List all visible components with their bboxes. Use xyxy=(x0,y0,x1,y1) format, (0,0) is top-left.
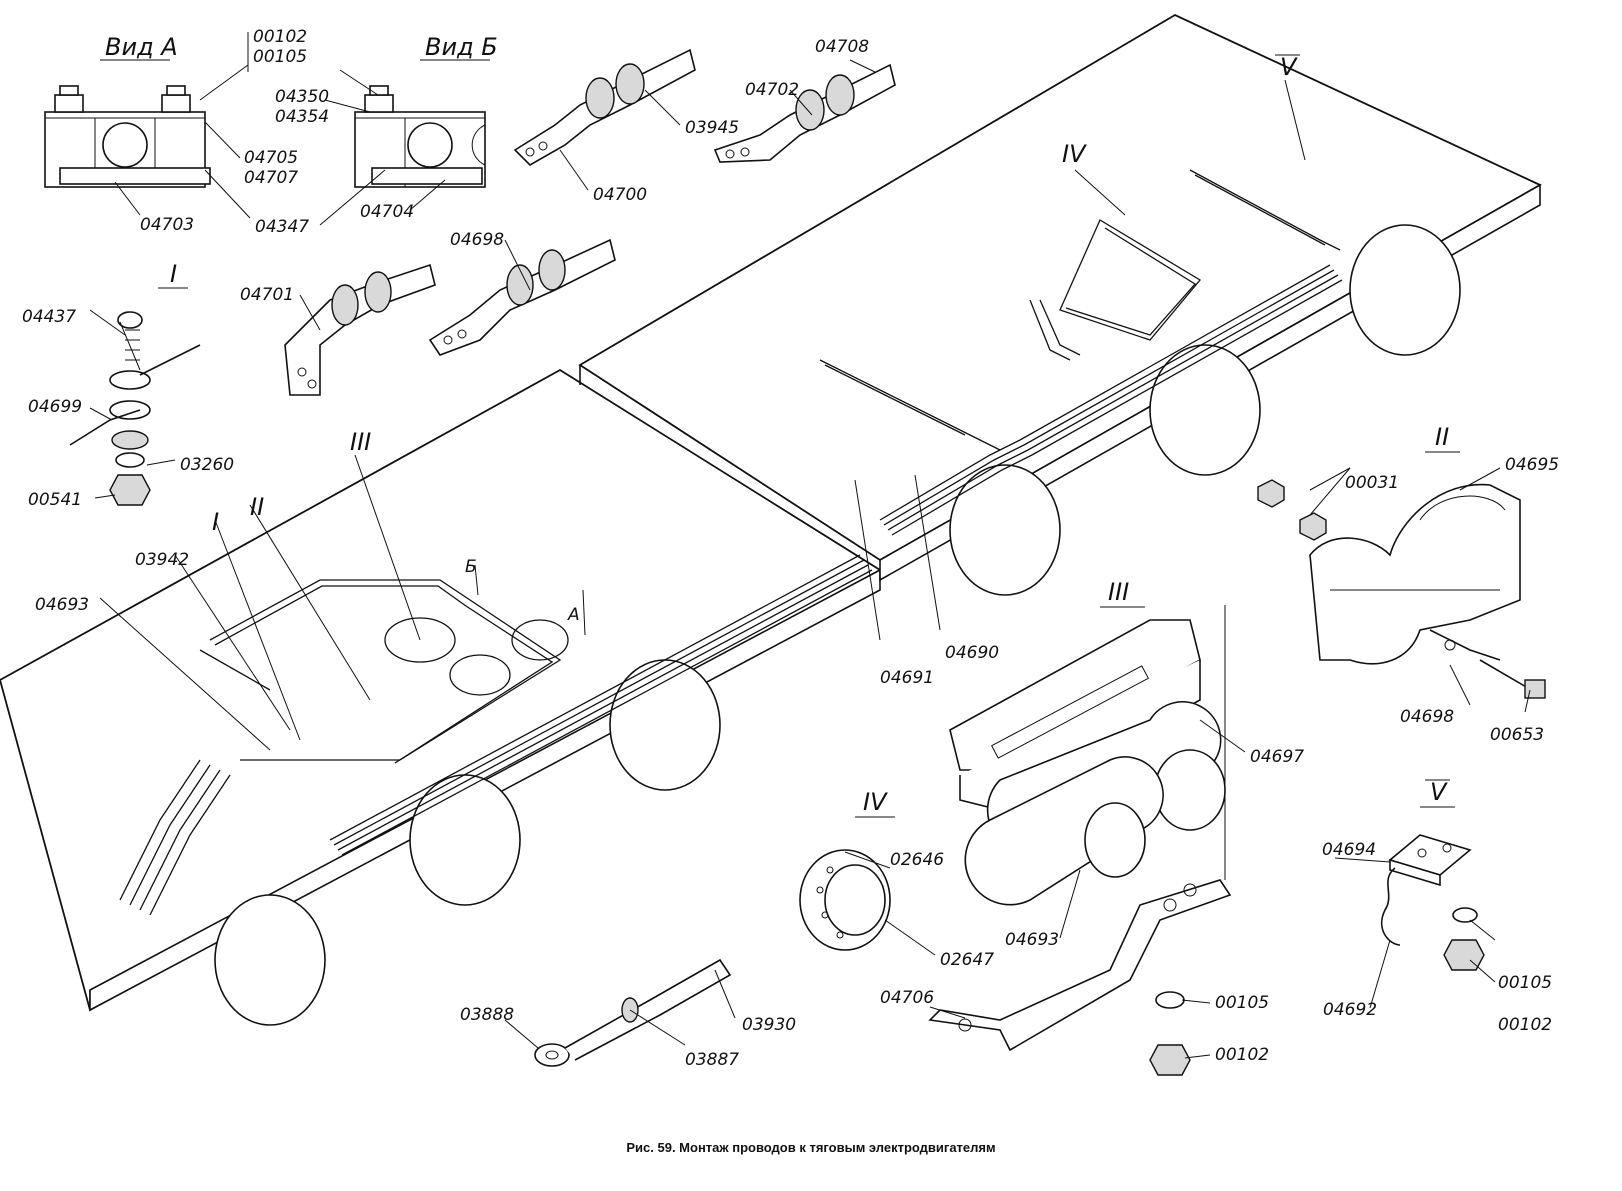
section-v-detail xyxy=(1380,834,1485,971)
label-03887: 03887 xyxy=(685,1050,739,1070)
label-02647: 02647 xyxy=(940,950,994,970)
label-04705: 04705 xyxy=(244,148,298,168)
section-iv-detail xyxy=(799,849,891,951)
section-i-detail xyxy=(69,311,201,506)
label-00105-c: 00105 xyxy=(1498,973,1552,993)
label-03945: 03945 xyxy=(685,118,739,138)
label-04706: 04706 xyxy=(880,988,934,1008)
label-04707: 04707 xyxy=(244,168,298,188)
callout-iv: IV xyxy=(1062,140,1087,168)
label-04708: 04708 xyxy=(815,37,869,57)
section-mark-iii: III xyxy=(1108,578,1129,606)
label-00105-a: 00105 xyxy=(253,47,307,67)
label-04347: 04347 xyxy=(255,217,309,237)
label-04695: 04695 xyxy=(1505,455,1559,475)
label-00102-c: 00102 xyxy=(1498,1015,1552,1035)
label-04693-b: 04693 xyxy=(1005,930,1059,950)
arrow-mark-b: Б xyxy=(465,557,477,577)
cable-lug-04702 xyxy=(713,63,896,163)
label-04701: 04701 xyxy=(240,285,294,305)
leader-lines xyxy=(89,32,1531,1059)
callout-i: I xyxy=(212,508,219,536)
label-04350: 04350 xyxy=(275,87,329,107)
label-00653: 00653 xyxy=(1490,725,1544,745)
wheels xyxy=(214,224,1461,1026)
label-04693-a: 04693 xyxy=(35,595,89,615)
section-mark-i: I xyxy=(170,260,177,288)
label-02646: 02646 xyxy=(890,850,944,870)
label-04694: 04694 xyxy=(1322,840,1376,860)
cable-lug-03945 xyxy=(513,48,696,166)
view-a-block xyxy=(44,85,211,188)
label-04702: 04702 xyxy=(745,80,799,100)
view-a-title: Вид А xyxy=(105,33,178,61)
label-03888: 03888 xyxy=(460,1005,514,1025)
label-03930: 03930 xyxy=(742,1015,796,1035)
section-ii-detail xyxy=(1257,479,1546,699)
label-04698-a: 04698 xyxy=(450,230,504,250)
callout-ii: II xyxy=(250,493,264,521)
section-iii-detail xyxy=(928,619,1232,1076)
label-00102-b: 00102 xyxy=(1215,1045,1269,1065)
label-04699: 04699 xyxy=(28,397,82,417)
label-00541: 00541 xyxy=(28,490,82,510)
label-03942: 03942 xyxy=(135,550,189,570)
label-04690: 04690 xyxy=(945,643,999,663)
label-04700: 04700 xyxy=(593,185,647,205)
figure-caption: Рис. 59. Монтаж проводов к тяговым элект… xyxy=(626,1140,996,1155)
label-04697: 04697 xyxy=(1250,747,1304,767)
terminal-03888 xyxy=(534,958,732,1067)
callout-iii: III xyxy=(350,428,371,456)
label-03260: 03260 xyxy=(180,455,234,475)
section-mark-iv: IV xyxy=(863,788,888,816)
label-04354: 04354 xyxy=(275,107,329,127)
label-00102-a: 00102 xyxy=(253,27,307,47)
label-04437: 04437 xyxy=(22,307,76,327)
section-mark-v: V xyxy=(1430,778,1448,806)
label-00031: 00031 xyxy=(1345,473,1399,493)
cable-lug-04701 xyxy=(284,263,436,396)
view-b-block xyxy=(354,85,486,188)
label-04698-b: 04698 xyxy=(1400,707,1454,727)
callout-v: V xyxy=(1280,53,1298,81)
view-b-title: Вид Б xyxy=(425,33,498,61)
label-04692: 04692 xyxy=(1323,1000,1377,1020)
label-04691: 04691 xyxy=(880,668,934,688)
arrow-mark-a: А xyxy=(567,605,580,625)
wire-bundle-upper xyxy=(819,169,1343,536)
wire-bundle-lower xyxy=(119,554,873,916)
label-04704: 04704 xyxy=(360,202,414,222)
cable-lug-04698a xyxy=(428,238,616,356)
section-mark-ii: II xyxy=(1435,423,1449,451)
label-04703: 04703 xyxy=(140,215,194,235)
label-00105-b: 00105 xyxy=(1215,993,1269,1013)
